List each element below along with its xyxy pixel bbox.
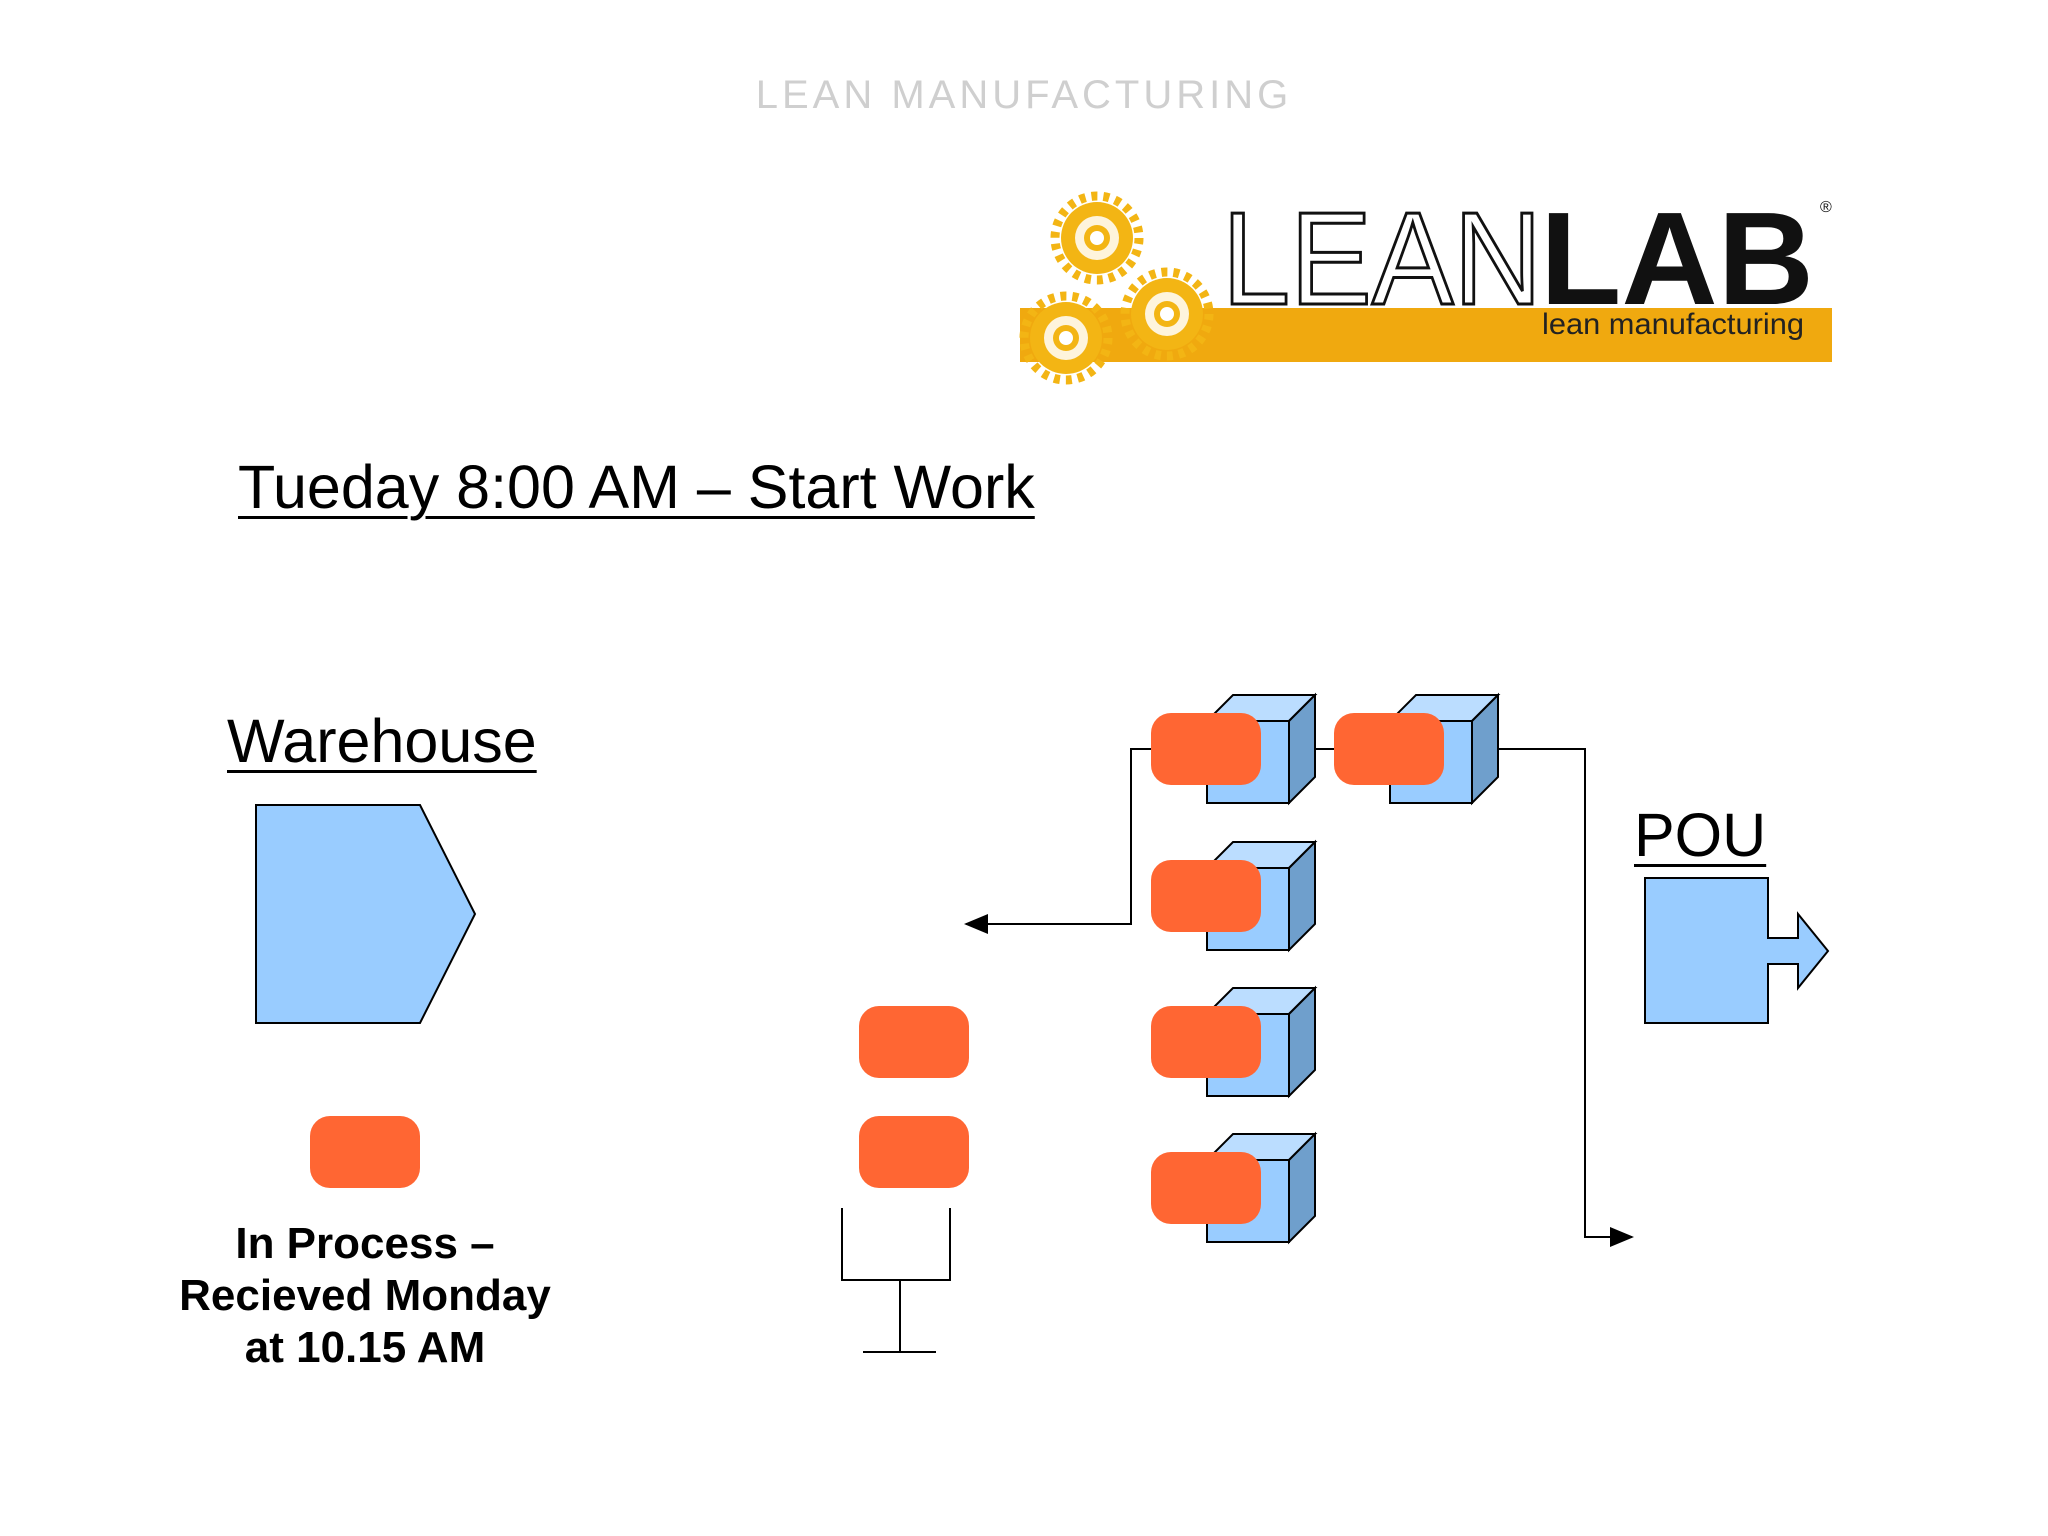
pou-label: POU bbox=[1634, 801, 1767, 869]
logo-word-bold: LAB bbox=[1540, 185, 1814, 332]
workstation-cube-icon bbox=[1151, 692, 1318, 806]
kanban-card-icon bbox=[1151, 860, 1261, 932]
logo-registered-mark: ® bbox=[1820, 199, 1832, 216]
header-banner-text: LEAN MANUFACTURING bbox=[755, 72, 1293, 117]
kanban-card-icon bbox=[1151, 1006, 1261, 1078]
kanban-card-icon bbox=[859, 1116, 969, 1188]
caption-line: at 10.15 AM bbox=[244, 1323, 486, 1372]
pou-shape-icon bbox=[1644, 877, 1830, 1024]
stand-icon bbox=[841, 1208, 951, 1353]
logo-tagline: lean manufacturing bbox=[1542, 308, 1804, 341]
in-process-caption: In Process – Recieved Monday at 10.15 AM bbox=[140, 1218, 590, 1374]
arrow-icon bbox=[1354, 748, 1634, 1247]
kanban-card-icon bbox=[310, 1116, 420, 1188]
leanlab-logo: LEAN LAB ® lean manufacturing bbox=[1020, 184, 1832, 380]
workstation-cube-icon bbox=[1151, 839, 1318, 953]
warehouse-label: Warehouse bbox=[227, 707, 537, 775]
warehouse-shape-icon bbox=[255, 804, 477, 1024]
kanban-card-icon bbox=[859, 1006, 969, 1078]
header-banner: LEAN MANUFACTURING bbox=[0, 0, 2048, 190]
workstation-cube-icon bbox=[1151, 985, 1318, 1099]
logo-word-light: LEAN bbox=[1222, 185, 1542, 332]
caption-line: In Process – bbox=[235, 1219, 495, 1268]
kanban-card-icon bbox=[1151, 713, 1261, 785]
workstation-cube-icon bbox=[1334, 692, 1501, 806]
caption-line: Recieved Monday bbox=[179, 1271, 551, 1320]
kanban-card-icon bbox=[1151, 1152, 1261, 1224]
slide-title: Tueday 8:00 AM – Start Work bbox=[238, 453, 1035, 521]
kanban-card-icon bbox=[1334, 713, 1444, 785]
workstation-cube-icon bbox=[1151, 1131, 1318, 1245]
